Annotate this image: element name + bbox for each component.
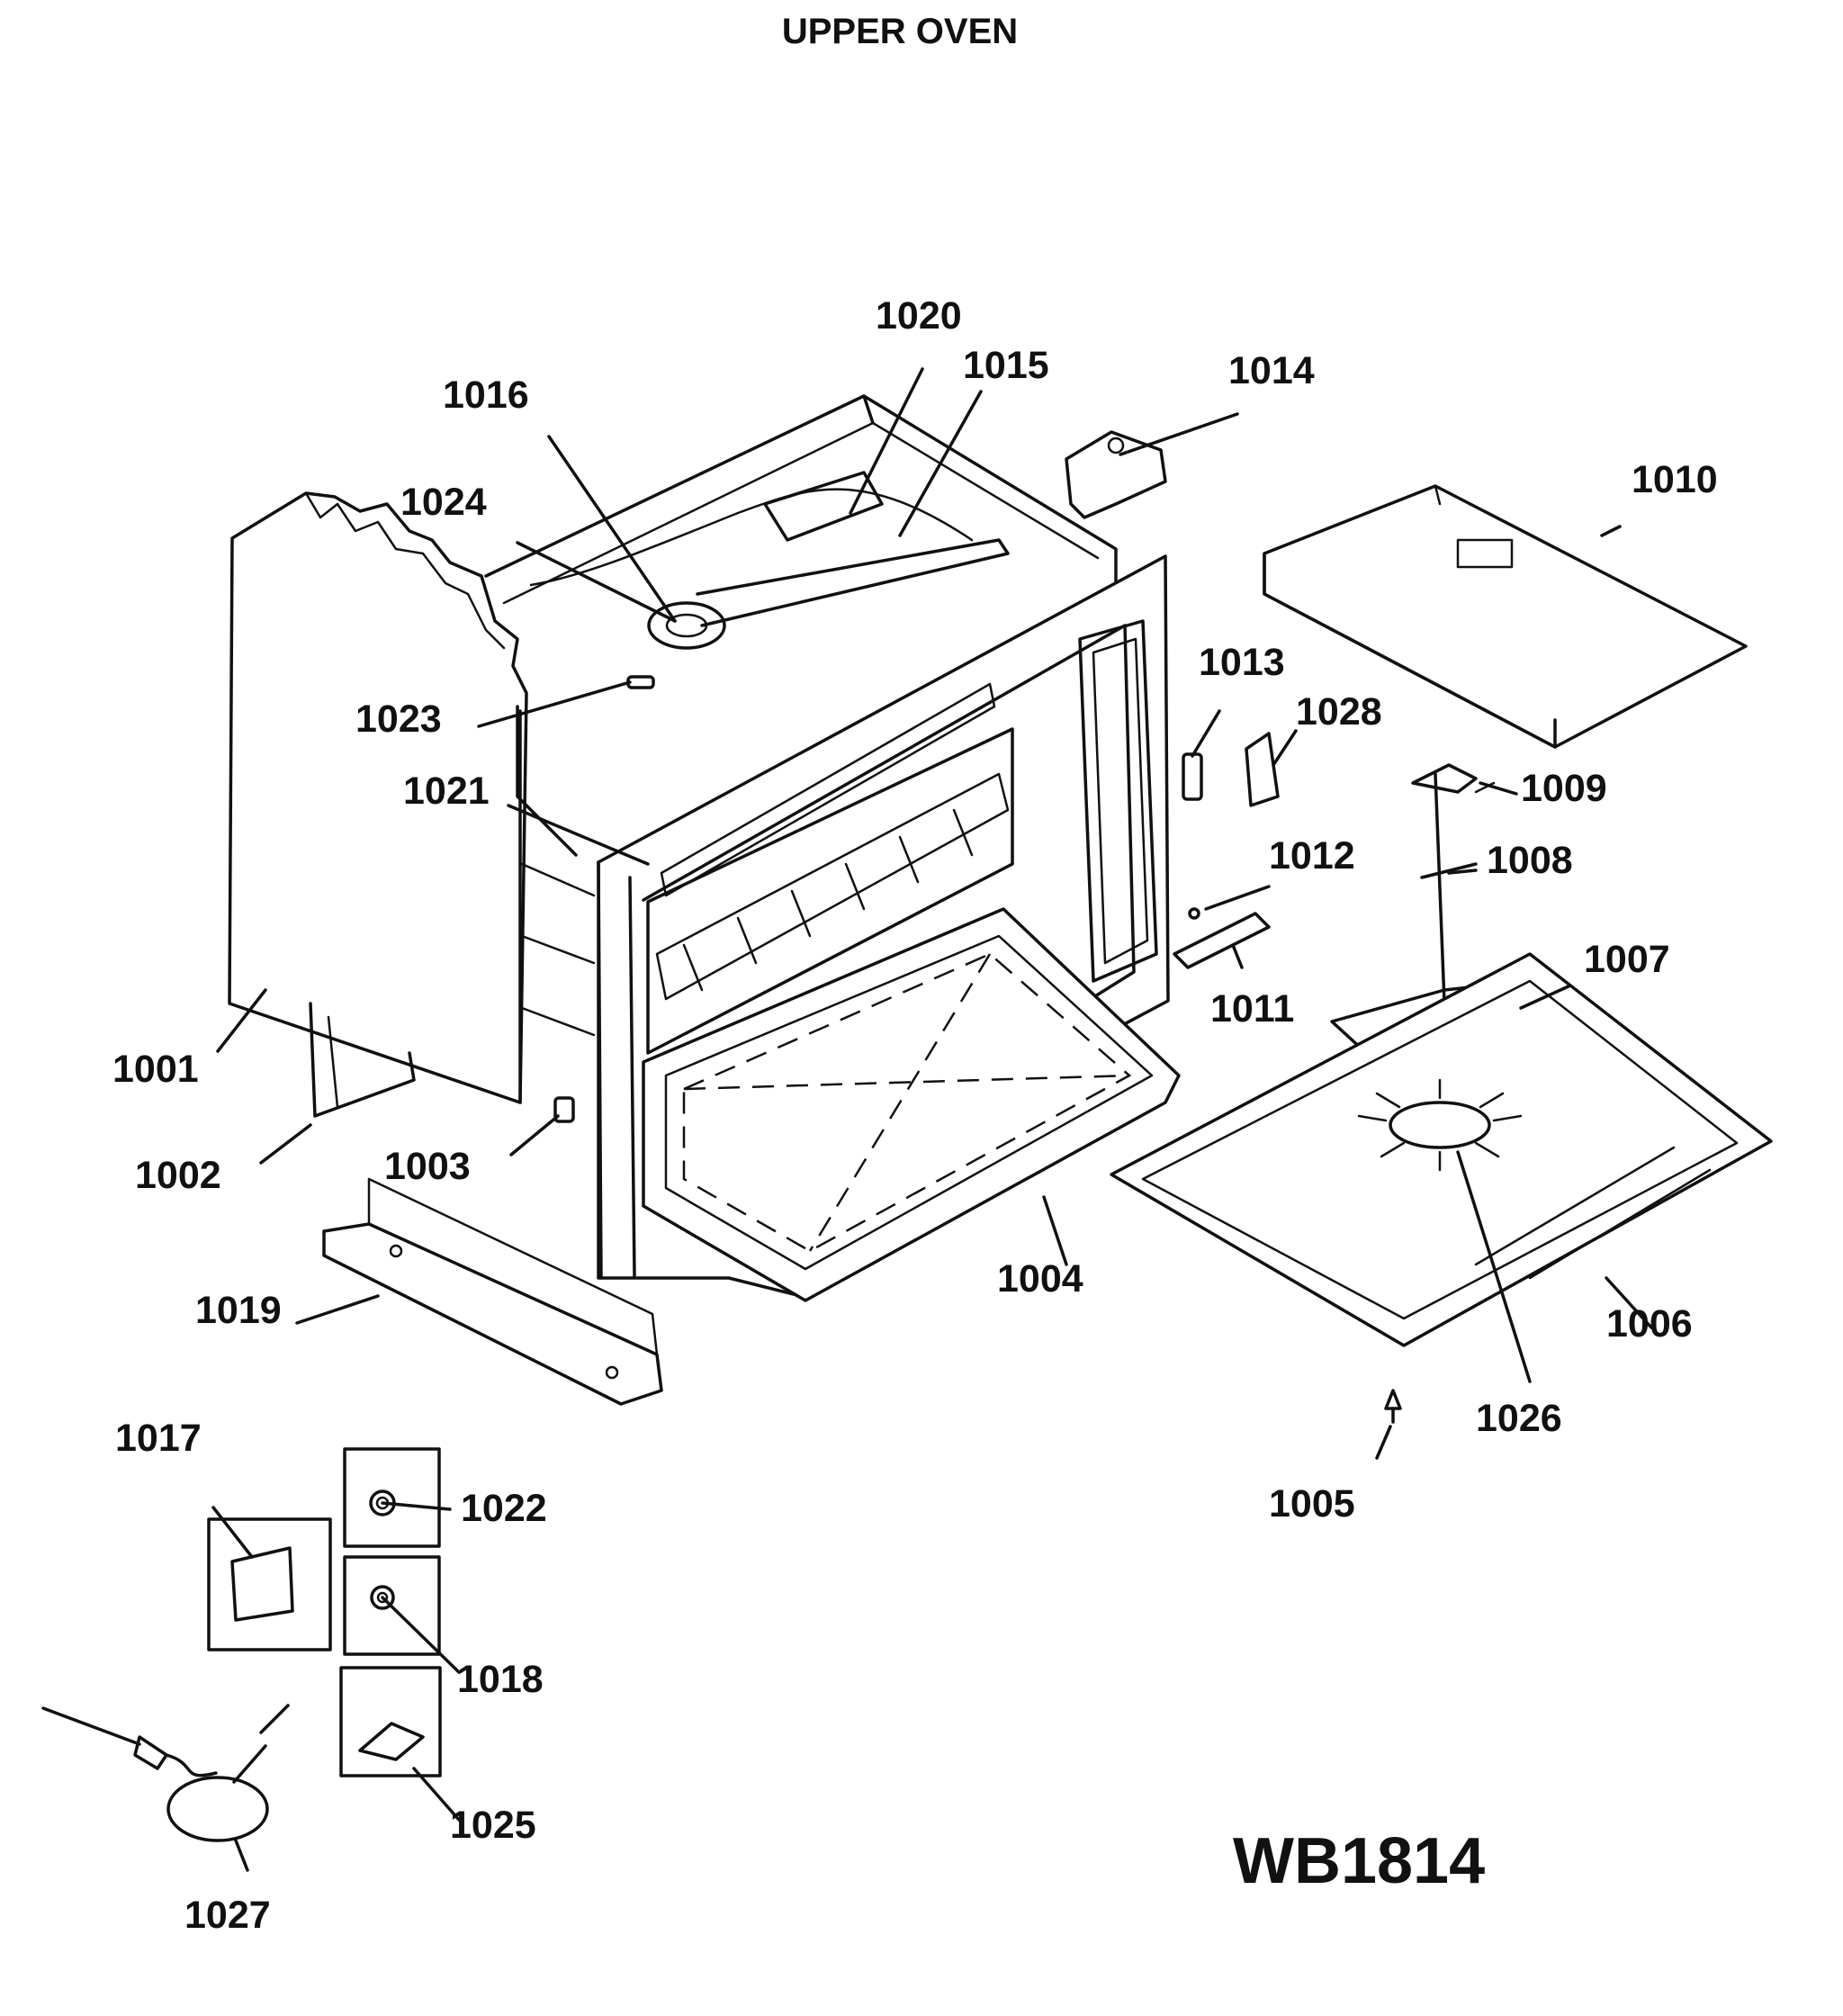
part-label-1016: 1016 <box>443 374 529 417</box>
part-label-1009: 1009 <box>1521 767 1607 810</box>
part-label-1007: 1007 <box>1584 938 1670 981</box>
part-labels: 1001 1002 1003 1004 1005 1006 1007 1008 … <box>112 294 1718 1937</box>
part-label-1008: 1008 <box>1487 839 1573 882</box>
part-label-1005: 1005 <box>1269 1482 1355 1526</box>
bottom-pan-drawing <box>1110 952 1773 1347</box>
screw-1005-drawing <box>1384 1389 1402 1424</box>
leader-lines <box>211 367 1653 1872</box>
part-label-1003: 1003 <box>384 1145 471 1188</box>
part-label-1017: 1017 <box>115 1417 202 1460</box>
part-label-1027: 1027 <box>184 1894 271 1937</box>
part-label-1013: 1013 <box>1199 641 1285 684</box>
part-label-1028: 1028 <box>1296 690 1382 734</box>
diagram-title: UPPER OVEN <box>782 12 1018 51</box>
part-label-1002: 1002 <box>135 1154 221 1197</box>
part-label-1020: 1020 <box>876 294 962 338</box>
part-label-1014: 1014 <box>1228 349 1315 392</box>
drawing-code: WB1814 <box>1233 1825 1485 1897</box>
part-label-1025: 1025 <box>450 1804 536 1847</box>
part-label-1001: 1001 <box>112 1048 199 1091</box>
part-label-1004: 1004 <box>997 1257 1083 1300</box>
oven-door-drawing <box>642 907 1181 1302</box>
part-label-1012: 1012 <box>1269 834 1355 878</box>
part-label-1019: 1019 <box>195 1289 282 1332</box>
kick-plate-drawing <box>322 1177 663 1406</box>
part-label-1024: 1024 <box>400 481 487 524</box>
part-label-1018: 1018 <box>457 1658 544 1701</box>
part-label-1022: 1022 <box>461 1487 547 1530</box>
part-label-1006: 1006 <box>1606 1302 1693 1346</box>
small-parts-boxes <box>207 1447 442 1778</box>
component-1014-drawing <box>1065 430 1167 519</box>
top-cover-drawing <box>1263 484 1748 749</box>
part-label-1026: 1026 <box>1476 1397 1562 1440</box>
part-label-1015: 1015 <box>963 344 1049 387</box>
part-label-1011: 1011 <box>1210 987 1294 1030</box>
part-label-1010: 1010 <box>1632 458 1718 501</box>
side-panel-drawing <box>228 491 528 1104</box>
meat-probe-drawing <box>41 1704 290 1842</box>
part-label-1023: 1023 <box>355 698 442 741</box>
back-bracket-drawing <box>309 1002 416 1118</box>
part-label-1021: 1021 <box>403 770 490 813</box>
